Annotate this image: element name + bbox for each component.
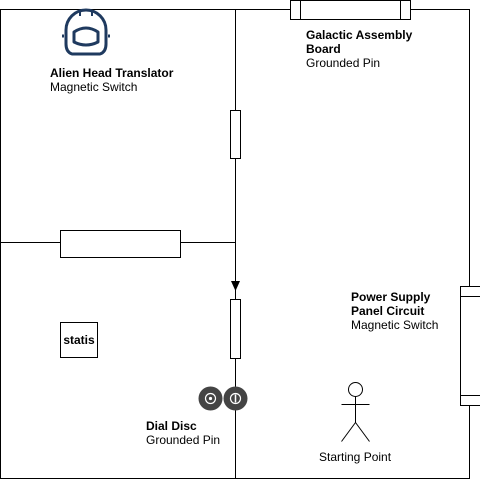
power-supply-subtitle: Magnetic Switch: [351, 318, 439, 332]
direction-arrow-icon: [231, 281, 240, 291]
door-center-lower[interactable]: [230, 299, 241, 359]
power-supply-title-line1: Power Supply: [351, 290, 431, 304]
door-center-upper[interactable]: [230, 110, 241, 159]
stick-figure-icon[interactable]: [341, 382, 370, 442]
astronaut-helmet-icon[interactable]: [62, 8, 110, 56]
alien-head-label: Alien Head Translator Magnetic Switch: [50, 66, 173, 94]
door-right[interactable]: [460, 286, 480, 406]
alien-head-title: Alien Head Translator: [50, 66, 174, 80]
dial-disc-subtitle: Grounded Pin: [146, 433, 221, 447]
galactic-board-title-line2: Board: [306, 42, 341, 56]
door-top[interactable]: [290, 0, 411, 20]
galactic-board-label: Galactic Assembly Board Grounded Pin: [306, 28, 412, 70]
dial-disc-title: Dial Disc: [146, 419, 197, 433]
starting-point-label: Starting Point: [319, 450, 392, 464]
door-left-horizontal[interactable]: [60, 230, 181, 258]
alien-head-subtitle: Magnetic Switch: [50, 80, 138, 94]
dial-disc-label: Dial Disc Grounded Pin: [146, 419, 220, 447]
galactic-board-subtitle: Grounded Pin: [306, 56, 381, 70]
power-supply-label: Power Supply Panel Circuit Magnetic Swit…: [351, 290, 438, 332]
doors: [60, 0, 480, 406]
power-supply-title-line2: Panel Circuit: [351, 304, 425, 318]
statis-box[interactable]: statis: [60, 322, 98, 358]
dial-disc-icon[interactable]: [198, 386, 248, 411]
galactic-board-title-line1: Galactic Assembly: [306, 28, 413, 42]
